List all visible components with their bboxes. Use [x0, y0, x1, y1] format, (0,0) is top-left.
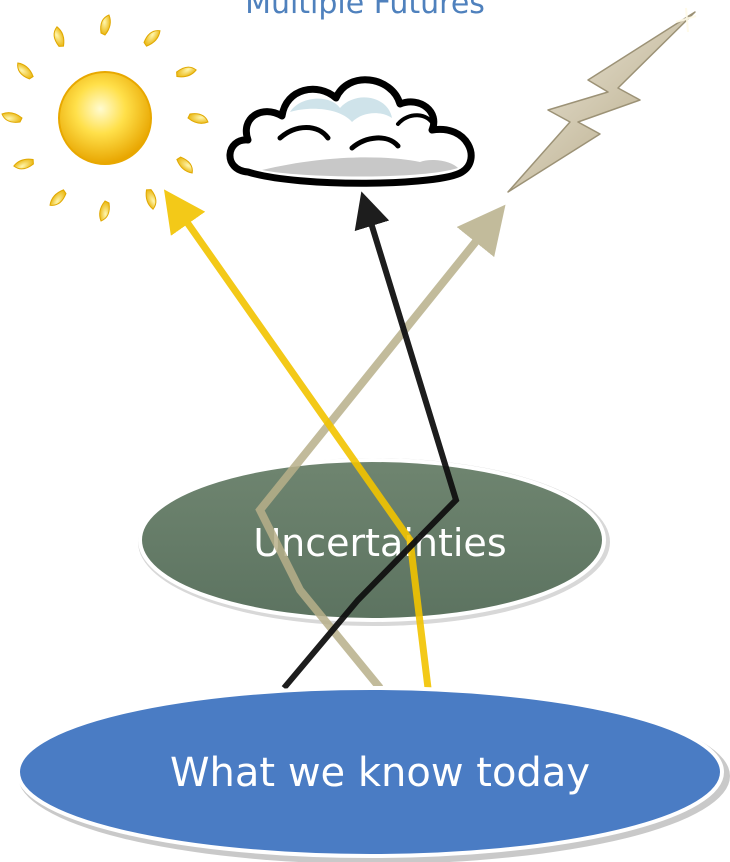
arrow-to-sun [163, 189, 432, 689]
diagram-title: Multiple Futures [245, 0, 485, 21]
uncertainties-label: Uncertainties [253, 521, 506, 565]
today-node: What we know today [16, 686, 730, 862]
lightning-icon [507, 7, 697, 193]
today-label: What we know today [170, 750, 590, 796]
uncertainties-node: Uncertainties [138, 458, 610, 626]
arrow-to-lightning [255, 204, 506, 691]
sun-icon [1, 14, 209, 222]
cloud-icon [226, 76, 475, 187]
arrow-to-cloud [281, 191, 460, 690]
